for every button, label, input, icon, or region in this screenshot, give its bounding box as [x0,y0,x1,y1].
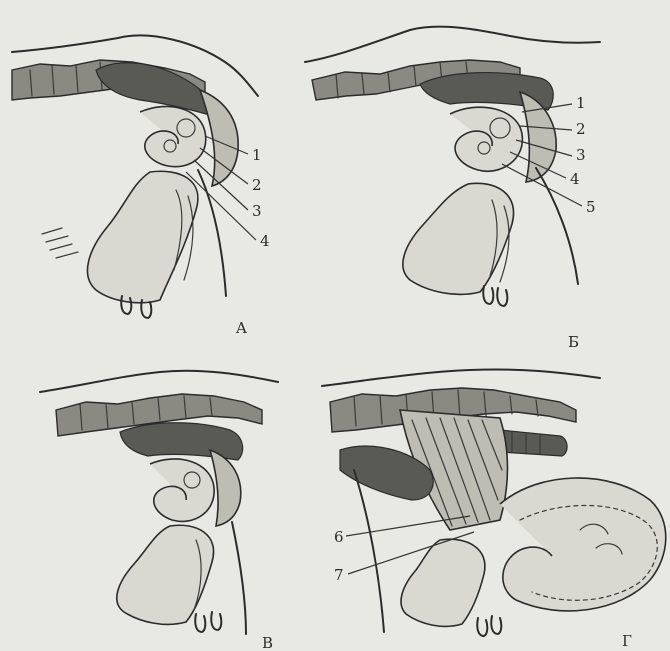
panel-b-callout-1: 1 [576,94,586,112]
panel-b-callout-5: 5 [586,198,596,216]
panel-b-back-contour [305,27,600,62]
panel-d-back-contour [322,369,600,386]
panel-a-letter: A [235,319,247,337]
panel-d [322,369,666,636]
panel-b-callout-4: 4 [570,170,580,188]
panel-b-callout-3: 3 [576,146,586,164]
panel-a-callout-2: 2 [252,176,262,194]
panel-b-teats [483,286,507,306]
panel-d-teats [477,616,501,636]
panel-b-letter: Б [568,333,579,351]
panel-a-coiled-organ [140,106,206,166]
panel-d-everted-sac [500,478,666,611]
panel-a-callout-4: 4 [260,232,270,250]
panel-d-callout-7: 7 [334,566,344,584]
panel-c-back-contour [40,371,278,392]
panel-d-letter: Г [622,632,632,650]
panel-c-lower-organ [117,525,214,624]
panel-d-callout-6: 6 [334,528,344,546]
panel-b-callout-2: 2 [576,120,586,138]
panel-c-letter: В [262,634,273,651]
panel-a [12,35,258,318]
panel-c [40,371,278,634]
panel-a-callout-3: 3 [252,202,262,220]
panel-b [305,27,600,306]
panel-d-tubular-organ [500,430,567,456]
panel-c-teats [195,612,221,632]
panel-c-coiled-organ [150,459,214,521]
panel-a-callout-1: 1 [252,146,262,164]
panel-c-dorsal-mass [120,423,243,460]
panel-a-lower-organ [87,171,197,303]
panel-b-coiled-organ [450,107,522,171]
